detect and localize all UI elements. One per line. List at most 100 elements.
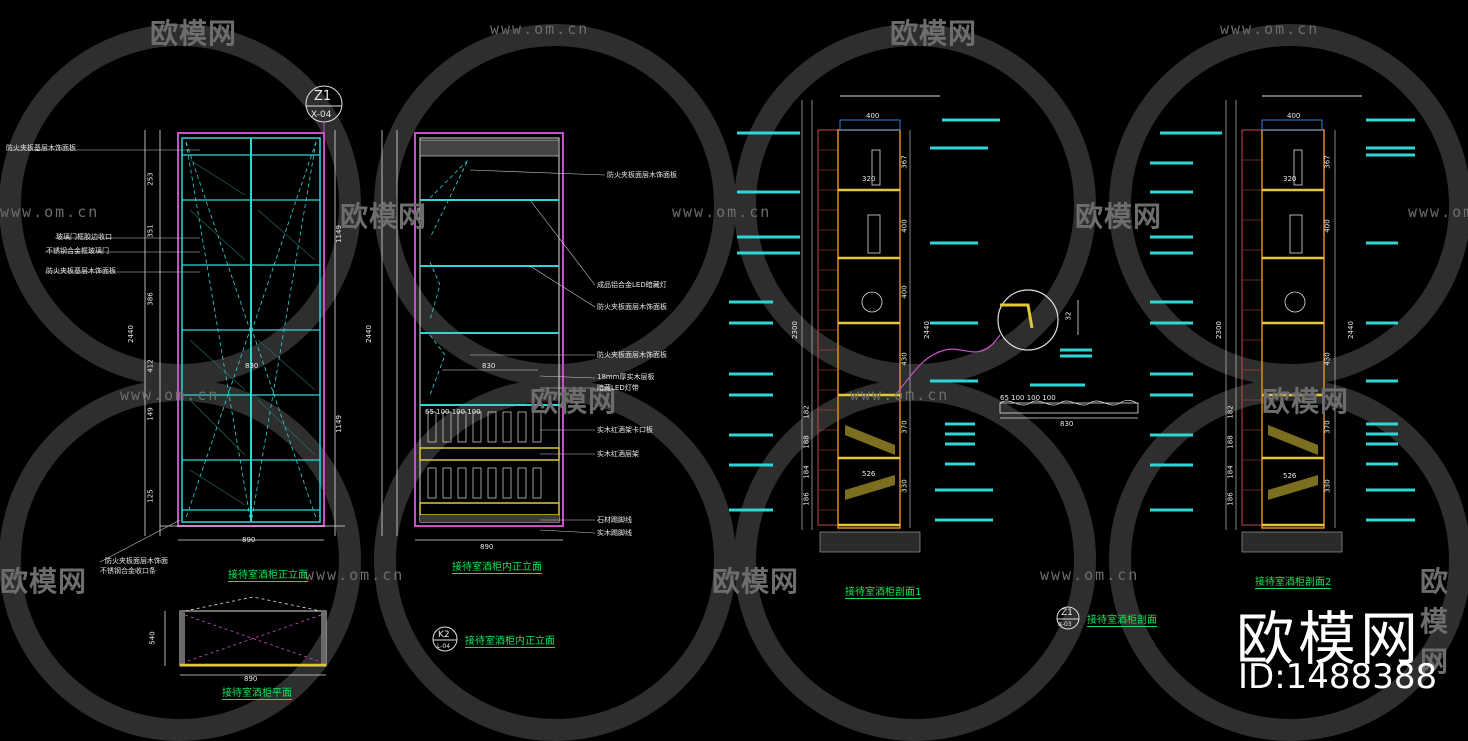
watermark-url: www.om.cn xyxy=(1220,20,1320,38)
marker-k2-label: K2 xyxy=(438,630,450,640)
inner-note-1: 防火夹板面层木饰面板 xyxy=(607,171,677,179)
dim-total-height: 2440 xyxy=(126,325,135,343)
watermark-url: www.om.cn xyxy=(0,203,100,221)
dim-plan-depth: 540 xyxy=(148,631,157,645)
dim-v-412: 412 xyxy=(146,359,155,373)
dim-s-330-2: 330 xyxy=(1323,479,1332,493)
dim-inner-830: 830 xyxy=(482,362,496,370)
dim-v-351: 351 xyxy=(146,224,155,238)
dim-inner-overall: 890 xyxy=(480,543,494,551)
dim-v-188: 188 xyxy=(802,435,811,449)
watermark-url: www.om.cn xyxy=(1408,203,1468,221)
inner-elevation-title-ref: 接待室酒柜内正立面 xyxy=(465,632,555,648)
watermark-url: www.om.cn xyxy=(490,20,590,38)
dim-s-370-2: 370 xyxy=(1323,420,1332,434)
detail-callout xyxy=(897,289,1139,419)
watermark-url: www.om.cn xyxy=(1040,566,1140,584)
watermark-logo: 欧模网 xyxy=(1420,565,1450,678)
dim-shelf-32: 32 xyxy=(1064,311,1073,321)
left-note-2: 玻璃门框胶边收口 xyxy=(56,233,112,241)
marker-k2-sub: L-04 xyxy=(437,643,451,650)
watermark-logo: 欧模网 xyxy=(530,385,618,418)
dim-total-height-inner: 2440 xyxy=(364,325,373,343)
dim-s-430: 430 xyxy=(900,352,909,366)
dim-s-400-2: 400 xyxy=(1323,219,1332,233)
dim-detail-830: 830 xyxy=(1060,420,1074,428)
inner-note-6: 暗藏LED灯带 xyxy=(597,384,639,392)
watermark-logo: 欧模网 xyxy=(150,17,238,50)
dim-section-height: 2300 xyxy=(790,321,799,339)
dim-v-386: 386 xyxy=(146,292,155,306)
dim-s-400b: 400 xyxy=(900,285,909,299)
section-marker-k2 xyxy=(432,626,458,652)
dim-inner-width: 830 xyxy=(245,362,259,370)
dim-section-total: 2440 xyxy=(922,321,931,339)
bottom-note-2: 不锈钢合金收口条 xyxy=(100,567,156,575)
dim-s-367: 367 xyxy=(900,155,909,169)
inner-note-8: 实木红酒层架 xyxy=(597,450,639,458)
inner-note-9: 石材踢脚线 xyxy=(597,516,632,524)
dim-s-526-2: 526 xyxy=(1283,472,1297,480)
left-note-4: 防火夹板基层木饰面板 xyxy=(46,267,116,275)
section-marker-z1 xyxy=(305,85,343,133)
watermark-logo: 欧模网 xyxy=(340,200,428,233)
dim-plan-width: 890 xyxy=(244,675,258,683)
inner-note-3: 防火夹板面层木饰面板 xyxy=(597,303,667,311)
inner-note-10: 实木踢脚线 xyxy=(597,529,632,537)
dim-half-height-bottom: 1149 xyxy=(334,415,343,433)
dim-v-125: 125 xyxy=(146,489,155,503)
watermark-logo: 欧模网 xyxy=(0,565,88,598)
section-1 xyxy=(729,95,1000,553)
front-elevation xyxy=(10,130,345,563)
section2-title: 接待室酒柜剖面2 xyxy=(1255,573,1332,589)
marker-z1-ref-sub: X-03 xyxy=(1058,621,1072,628)
plan-view xyxy=(164,596,327,676)
dim-s-400: 400 xyxy=(900,219,909,233)
dim-section-total-2: 2440 xyxy=(1346,321,1355,339)
marker-z1-label: Z1 xyxy=(314,89,332,104)
dim-overall-width: 890 xyxy=(242,536,256,544)
section-marker-z1-ref xyxy=(1056,606,1080,630)
marker-z1-ref-label: Z1 xyxy=(1061,608,1073,618)
inner-note-2: 成品铝合金LED暗藏灯 xyxy=(597,281,667,289)
plan-title: 接待室酒柜平面 xyxy=(222,684,292,700)
watermark-circles xyxy=(0,24,1468,741)
dim-section-depth: 400 xyxy=(866,112,880,120)
dim-v-184: 184 xyxy=(802,465,811,479)
left-note-1: 防火夹板基层木饰面板 xyxy=(6,144,76,152)
inner-note-4: 防火夹板面层木饰面板 xyxy=(597,351,667,359)
dim-s-330: 330 xyxy=(900,479,909,493)
inner-note-5: 18mm厚实木层板 xyxy=(597,373,655,381)
watermark-logo: 欧模网 xyxy=(712,565,800,598)
dim-v-186: 186 xyxy=(802,492,811,506)
dim-v-182-2: 182 xyxy=(1226,405,1235,419)
dim-v-149: 149 xyxy=(146,407,155,421)
dim-v-184-2: 184 xyxy=(1226,465,1235,479)
dim-s-367-2: 367 xyxy=(1323,155,1332,169)
marker-z1-sub: X-04 xyxy=(311,110,332,120)
brand-logo-text: 欧模网 xyxy=(1236,605,1423,673)
dim-v-186-2: 186 xyxy=(1226,492,1235,506)
dim-s-320: 320 xyxy=(862,175,876,183)
watermark-url: www.om.cn xyxy=(305,566,405,584)
dim-v-182: 182 xyxy=(802,405,811,419)
left-note-3: 不锈钢合金框玻璃门 xyxy=(46,247,109,255)
watermark-url: www.om.cn xyxy=(850,386,950,404)
dim-v-253: 253 xyxy=(146,172,155,186)
dim-half-height-top: 1149 xyxy=(334,225,343,243)
dim-spacing: 65 100 100 100 xyxy=(425,408,481,416)
section-2 xyxy=(1150,95,1415,553)
inner-note-7: 实木红酒架卡口板 xyxy=(597,426,653,434)
watermark-logo: 欧模网 xyxy=(1075,200,1163,233)
dim-v-188-2: 188 xyxy=(1226,435,1235,449)
section-ref-title: 接待室酒柜剖面 xyxy=(1087,611,1157,627)
dim-detail-spacing: 65 100 100 100 xyxy=(1000,394,1056,402)
dim-s-320-2: 320 xyxy=(1283,175,1297,183)
inner-elevation xyxy=(381,130,606,541)
section1-title: 接待室酒柜剖面1 xyxy=(845,583,922,599)
watermark-logo: 欧模网 xyxy=(1262,385,1350,418)
dim-s-370: 370 xyxy=(900,420,909,434)
dim-s-430-2: 430 xyxy=(1323,352,1332,366)
dim-s-526: 526 xyxy=(862,470,876,478)
